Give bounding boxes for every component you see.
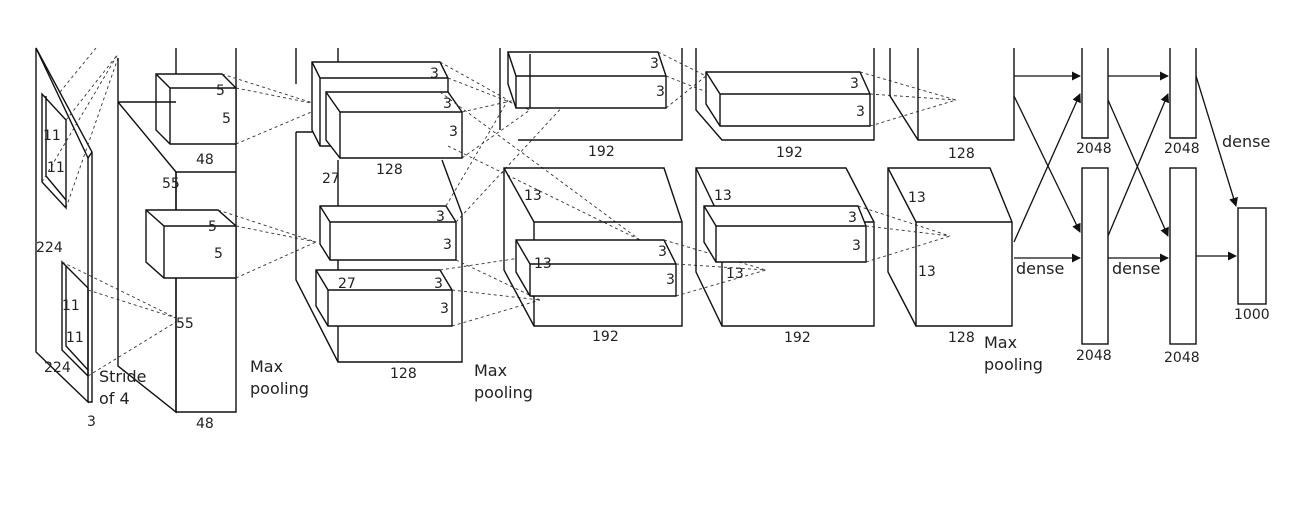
kernel3-e-label: 3 (443, 237, 452, 253)
dense3-label: dense (1222, 132, 1270, 151)
kernel2-bot-a-label: 5 (208, 219, 217, 235)
fc-layers (1081, 48, 1267, 345)
kernel1-top-a-label: 11 (43, 128, 61, 144)
conv5-size-label: 13 (908, 190, 926, 206)
kernel1-top-b-label: 11 (47, 160, 65, 176)
kernel2-top-b-label: 5 (222, 111, 231, 127)
conv2-size-label: 27 (322, 171, 340, 187)
output-label: 1000 (1234, 307, 1270, 323)
kernel5-d-label: 3 (852, 238, 861, 254)
conv1-layer (117, 48, 317, 414)
conv1-size-label: 55 (162, 176, 180, 192)
conv2-layer (295, 48, 641, 363)
input-depth-label: 3 (87, 414, 96, 430)
fc6-top-label: 2048 (1076, 141, 1112, 157)
connection-arrows (1013, 71, 1238, 263)
conv3-layer (499, 48, 767, 327)
input-size-bottom-label: 224 (44, 360, 71, 376)
kernel4-b-label: 3 (656, 84, 665, 100)
kernel3-a-label: 3 (430, 66, 439, 82)
kernel2-top-a-label: 5 (216, 83, 225, 99)
kernel3-b-label: 3 (443, 96, 452, 112)
kernel5-b-label: 3 (856, 104, 865, 120)
kernel5-a-label: 3 (850, 76, 859, 92)
conv4-depth-top-label: 192 (776, 145, 803, 161)
conv4-size-b-label: 13 (726, 266, 744, 282)
conv2-size-b-label: 27 (338, 276, 356, 292)
conv1-depth-bot-label: 48 (196, 416, 214, 432)
conv3-size-label: 13 (524, 188, 542, 204)
conv4-layer (695, 48, 957, 327)
kernel3-g-label: 3 (440, 301, 449, 317)
kernel4-d-label: 3 (666, 272, 675, 288)
kernel3-c-label: 3 (449, 124, 458, 140)
kernel5-c-label: 3 (848, 210, 857, 226)
conv4-size-label: 13 (714, 188, 732, 204)
kernel3-f-label: 3 (434, 276, 443, 292)
conv2-depth-top-label: 128 (376, 162, 403, 178)
conv5-depth-top-label: 128 (948, 146, 975, 162)
conv5-depth-bot-label: 128 (948, 330, 975, 346)
kernel3-d-label: 3 (436, 209, 445, 225)
conv5-layer (887, 48, 1015, 327)
kernel1-bot-a-label: 11 (62, 298, 80, 314)
dense2-label: dense (1112, 259, 1160, 278)
input-size-top-label: 224 (36, 240, 63, 256)
conv5-size-b-label: 13 (918, 264, 936, 280)
kernel2-bot-b-label: 5 (214, 246, 223, 262)
conv2-depth-bot-label: 128 (390, 366, 417, 382)
fc6-bot-label: 2048 (1076, 348, 1112, 364)
conv3-depth-top-label: 192 (588, 144, 615, 160)
dense1-label: dense (1016, 259, 1064, 278)
kernel4-c-label: 3 (658, 244, 667, 260)
conv4-depth-bot-label: 192 (784, 330, 811, 346)
conv3-depth-bot-label: 192 (592, 329, 619, 345)
conv1-size-b-label: 55 (176, 316, 194, 332)
fc7-bot-label: 2048 (1164, 350, 1200, 366)
kernel4-a-label: 3 (650, 56, 659, 72)
kernel1-bot-b-label: 11 (66, 330, 84, 346)
conv1-depth-top-label: 48 (196, 152, 214, 168)
fc7-top-label: 2048 (1164, 141, 1200, 157)
input-layer (35, 47, 177, 404)
conv3-size-b-label: 13 (534, 256, 552, 272)
